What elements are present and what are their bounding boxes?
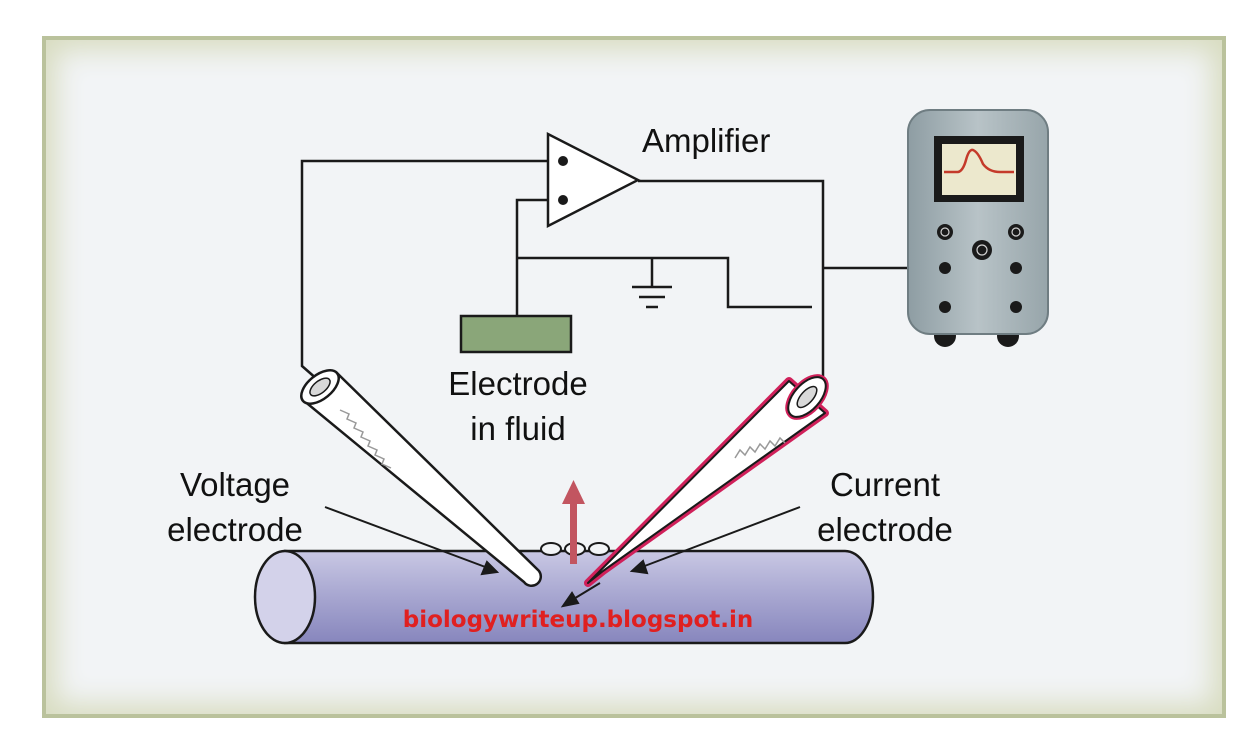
current-electrode-label-line2: electrode	[817, 511, 953, 548]
axon	[253, 549, 875, 645]
watermark-text: biologywriteup.blogspot.in	[403, 607, 754, 633]
electrode-in-fluid-label-line2: in fluid	[470, 410, 565, 447]
current-electrode	[584, 374, 829, 587]
membrane-pores	[540, 542, 610, 556]
current-electrode-label-line1: Current	[830, 466, 940, 503]
oscilloscope-icon	[907, 109, 1049, 347]
voltage-electrode-label-line1: Voltage	[180, 466, 290, 503]
circuit-wires	[300, 159, 945, 390]
voltage-electrode	[300, 369, 542, 587]
up-arrow-icon	[562, 480, 585, 564]
ground-symbol-icon	[632, 285, 672, 309]
fluid-electrode	[459, 314, 573, 354]
voltage-electrode-label-line2: electrode	[167, 511, 303, 548]
label-pointers	[324, 506, 801, 608]
amplifier-label: Amplifier	[642, 122, 770, 159]
electrode-in-fluid-label-line1: Electrode	[448, 365, 587, 402]
amplifier-icon	[546, 131, 641, 229]
